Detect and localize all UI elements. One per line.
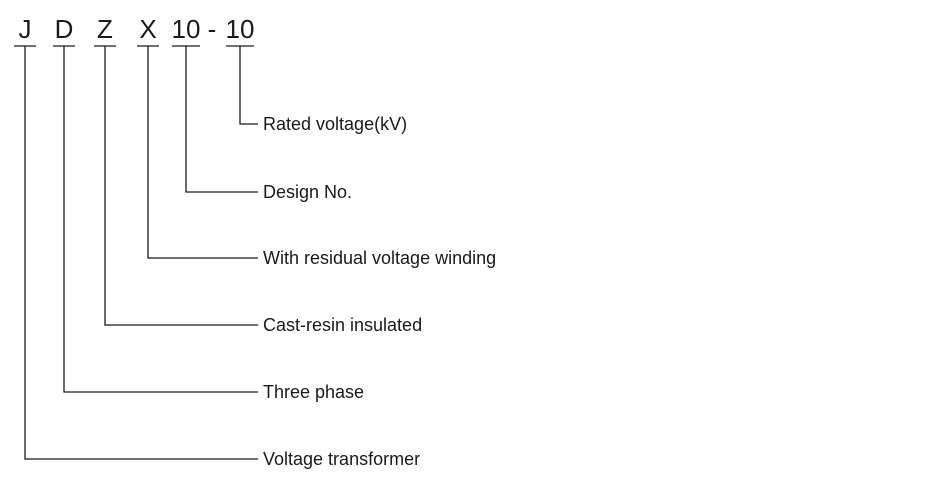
code-letter-z: Z <box>97 14 113 44</box>
label-rated-voltage: Rated voltage(kV) <box>263 114 407 134</box>
code-rated-voltage: 10 <box>226 14 255 44</box>
code-separator: - <box>208 14 217 44</box>
code-design-number: 10 <box>172 14 201 44</box>
code-letter-d: D <box>55 14 74 44</box>
label-design-number: Design No. <box>263 182 352 202</box>
label-three-phase: Three phase <box>263 382 364 402</box>
leader-voltage-transformer <box>24 46 258 460</box>
code-letter-x: X <box>139 14 156 44</box>
code-letter-j: J <box>19 14 32 44</box>
label-residual-winding: With residual voltage winding <box>263 248 496 268</box>
label-voltage-transformer: Voltage transformer <box>263 449 420 469</box>
leader-three-phase <box>63 46 258 393</box>
label-cast-resin: Cast-resin insulated <box>263 315 422 335</box>
leader-rated-voltage <box>239 46 258 125</box>
leader-residual-winding <box>147 46 258 259</box>
leader-cast-resin <box>104 46 258 326</box>
leader-design-number <box>185 46 258 193</box>
